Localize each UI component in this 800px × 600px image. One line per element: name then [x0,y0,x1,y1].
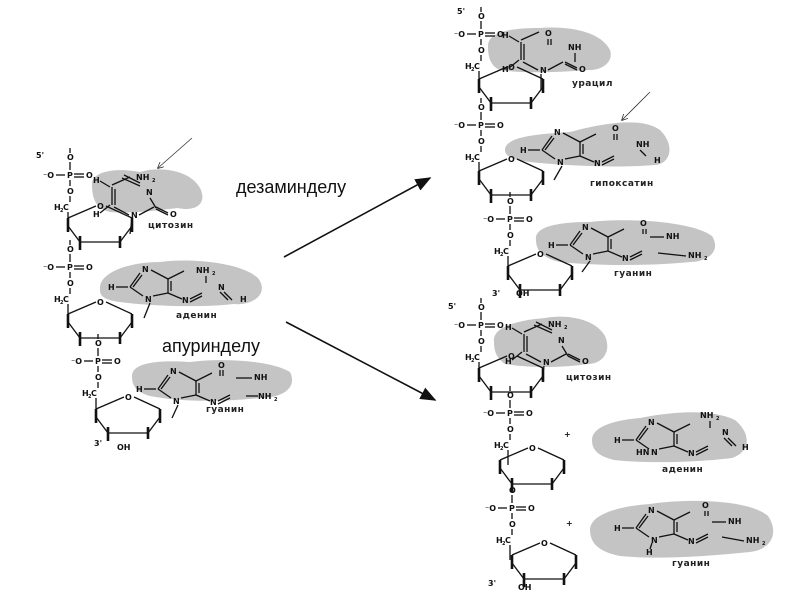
base-label-uracil: урацил [572,79,613,89]
plus-sign: + [564,430,571,439]
oh-label: OH [518,583,532,592]
svg-text:H: H [646,548,653,557]
svg-text:H: H [654,156,661,165]
svg-text:2: 2 [274,397,278,403]
svg-text:N: N [558,336,565,345]
svg-text:O: O [702,501,709,510]
svg-text:2: 2 [762,541,766,547]
svg-text:N: N [722,428,729,437]
five-prime-label: 5' [36,151,44,160]
base-label-guanine: гуанин [614,269,652,279]
base-label-adenine: аденин [176,311,217,321]
three-prime-label: 3' [488,579,496,588]
svg-text:HN: HN [636,448,649,457]
three-prime-label: 3' [94,439,102,448]
depurination-label: апуринделу [162,336,260,356]
plus-sign: + [566,519,573,528]
three-prime-label: 3' [492,289,500,298]
deamination-label: дезаминделу [236,177,346,197]
svg-text:H: H [742,443,749,452]
oh-label: OH [516,289,530,298]
svg-text:NH: NH [196,266,209,275]
svg-text:NH: NH [258,392,271,401]
svg-text:NH: NH [636,140,649,149]
base-label-adenine: аденин [662,465,703,475]
deaminated-strand: 5' O NH урацил O NH H [453,6,716,300]
nucleotide-hypoxanthine: O NH H гипоксатин [453,91,670,205]
pointer-arrow [622,91,651,120]
base-label-hypoxanthine: гипоксатин [590,179,654,189]
base-label-cytosine: цитозин [148,221,194,231]
nucleotide-uracil: O NH урацил [453,6,613,113]
svg-text:N: N [146,188,153,197]
svg-text:2: 2 [564,325,568,331]
svg-text:2: 2 [716,416,720,422]
svg-text:2: 2 [704,256,708,262]
pointer-arrow [158,137,193,168]
five-prime-label: 5' [448,302,456,311]
abasic-site-2: + [484,480,578,589]
abasic-site-1: + [482,385,571,494]
oh-label: OH [117,443,131,452]
svg-text:NH: NH [136,173,149,182]
depurination-arrow [285,321,437,401]
svg-text:N: N [218,283,225,292]
svg-text:NH: NH [688,251,701,260]
deamination-arrow [283,177,432,258]
svg-text:O: O [218,361,225,370]
svg-text:2: 2 [152,178,156,184]
svg-text:O: O [612,124,619,133]
five-prime-label: 5' [457,7,465,16]
base-highlight [99,260,262,307]
reaction-arrows: дезаминделу апуринделу [162,177,437,401]
svg-text:NH: NH [568,43,581,52]
svg-text:O: O [640,219,647,228]
base-highlight [590,500,774,558]
svg-text:NH: NH [728,517,741,526]
svg-text:NH: NH [254,373,267,382]
base-label-guanine: гуанин [672,559,710,569]
base-highlight [92,169,203,213]
svg-text:2: 2 [212,271,216,277]
svg-text:NH: NH [700,411,713,420]
svg-text:NH: NH [666,232,679,241]
svg-text:NH: NH [746,536,759,545]
svg-text:H: H [240,295,247,304]
base-highlight [493,316,608,367]
svg-text:NH: NH [548,320,561,329]
base-label-guanine: гуанин [206,405,244,415]
svg-text:O: O [545,29,552,38]
base-label-cytosine: цитозин [566,373,612,383]
base-highlight [488,27,611,73]
base-highlight [505,122,670,167]
